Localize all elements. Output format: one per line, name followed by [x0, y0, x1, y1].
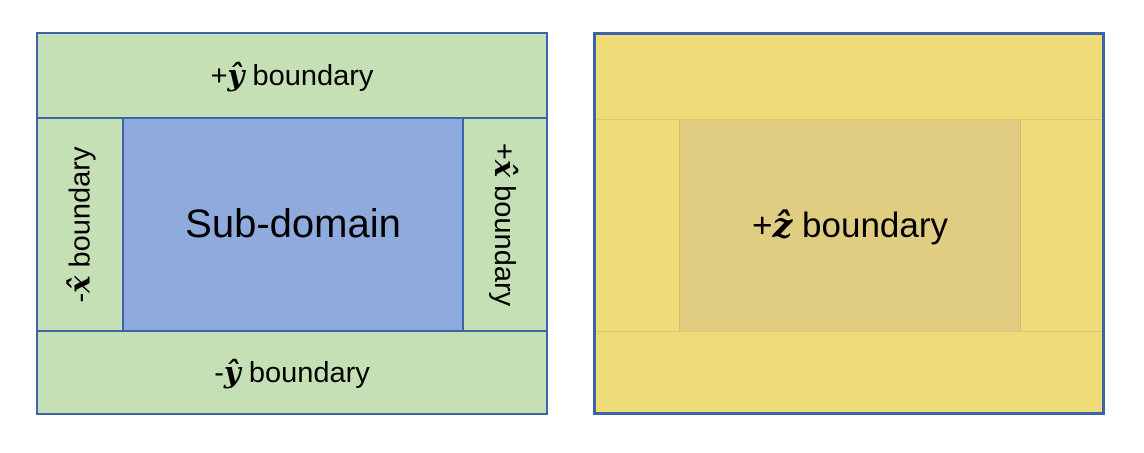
plus-y-boundary-label: +ŷ boundary: [211, 58, 374, 93]
plus-z-boundary: +ẑ boundary: [679, 120, 1021, 331]
minus-y-boundary-label: -ŷ boundary: [214, 355, 370, 390]
plus-y-boundary: +ŷ boundary: [38, 34, 546, 119]
plus-z-boundary-label: +ẑ boundary: [752, 205, 948, 246]
plus-x-boundary-label: +x̂ boundary: [488, 143, 523, 306]
boundary-word: boundary: [240, 357, 370, 389]
sign: +: [488, 142, 521, 160]
boundary-word: boundary: [64, 146, 97, 276]
sign: -: [214, 357, 224, 389]
z-hat-symbol: ẑ: [772, 205, 793, 246]
x-hat-symbol: x̂: [488, 159, 523, 178]
sign: +: [751, 206, 773, 245]
z-middle-band: +ẑ boundary: [596, 119, 1102, 332]
sign: -: [64, 292, 97, 303]
sub-domain-label: Sub-domain: [185, 202, 401, 246]
sign: +: [210, 60, 228, 92]
boundary-word: boundary: [488, 177, 521, 307]
z-boundary-diagram: +ẑ boundary: [593, 32, 1105, 415]
xy-boundary-diagram: +ŷ boundary -x̂ boundary Sub-domain +x̂ …: [36, 32, 548, 415]
minus-y-boundary: -ŷ boundary: [38, 330, 546, 413]
x-hat-symbol: x̂: [62, 275, 97, 293]
minus-x-boundary-label: -x̂ boundary: [63, 147, 98, 303]
y-hat-symbol: ŷ: [227, 58, 245, 92]
boundary-word: boundary: [792, 206, 948, 245]
sub-domain: Sub-domain: [124, 119, 462, 330]
boundary-word: boundary: [244, 60, 374, 92]
minus-x-boundary: -x̂ boundary: [38, 119, 124, 330]
y-hat-symbol: ŷ: [223, 355, 241, 389]
plus-x-boundary: +x̂ boundary: [462, 119, 546, 330]
